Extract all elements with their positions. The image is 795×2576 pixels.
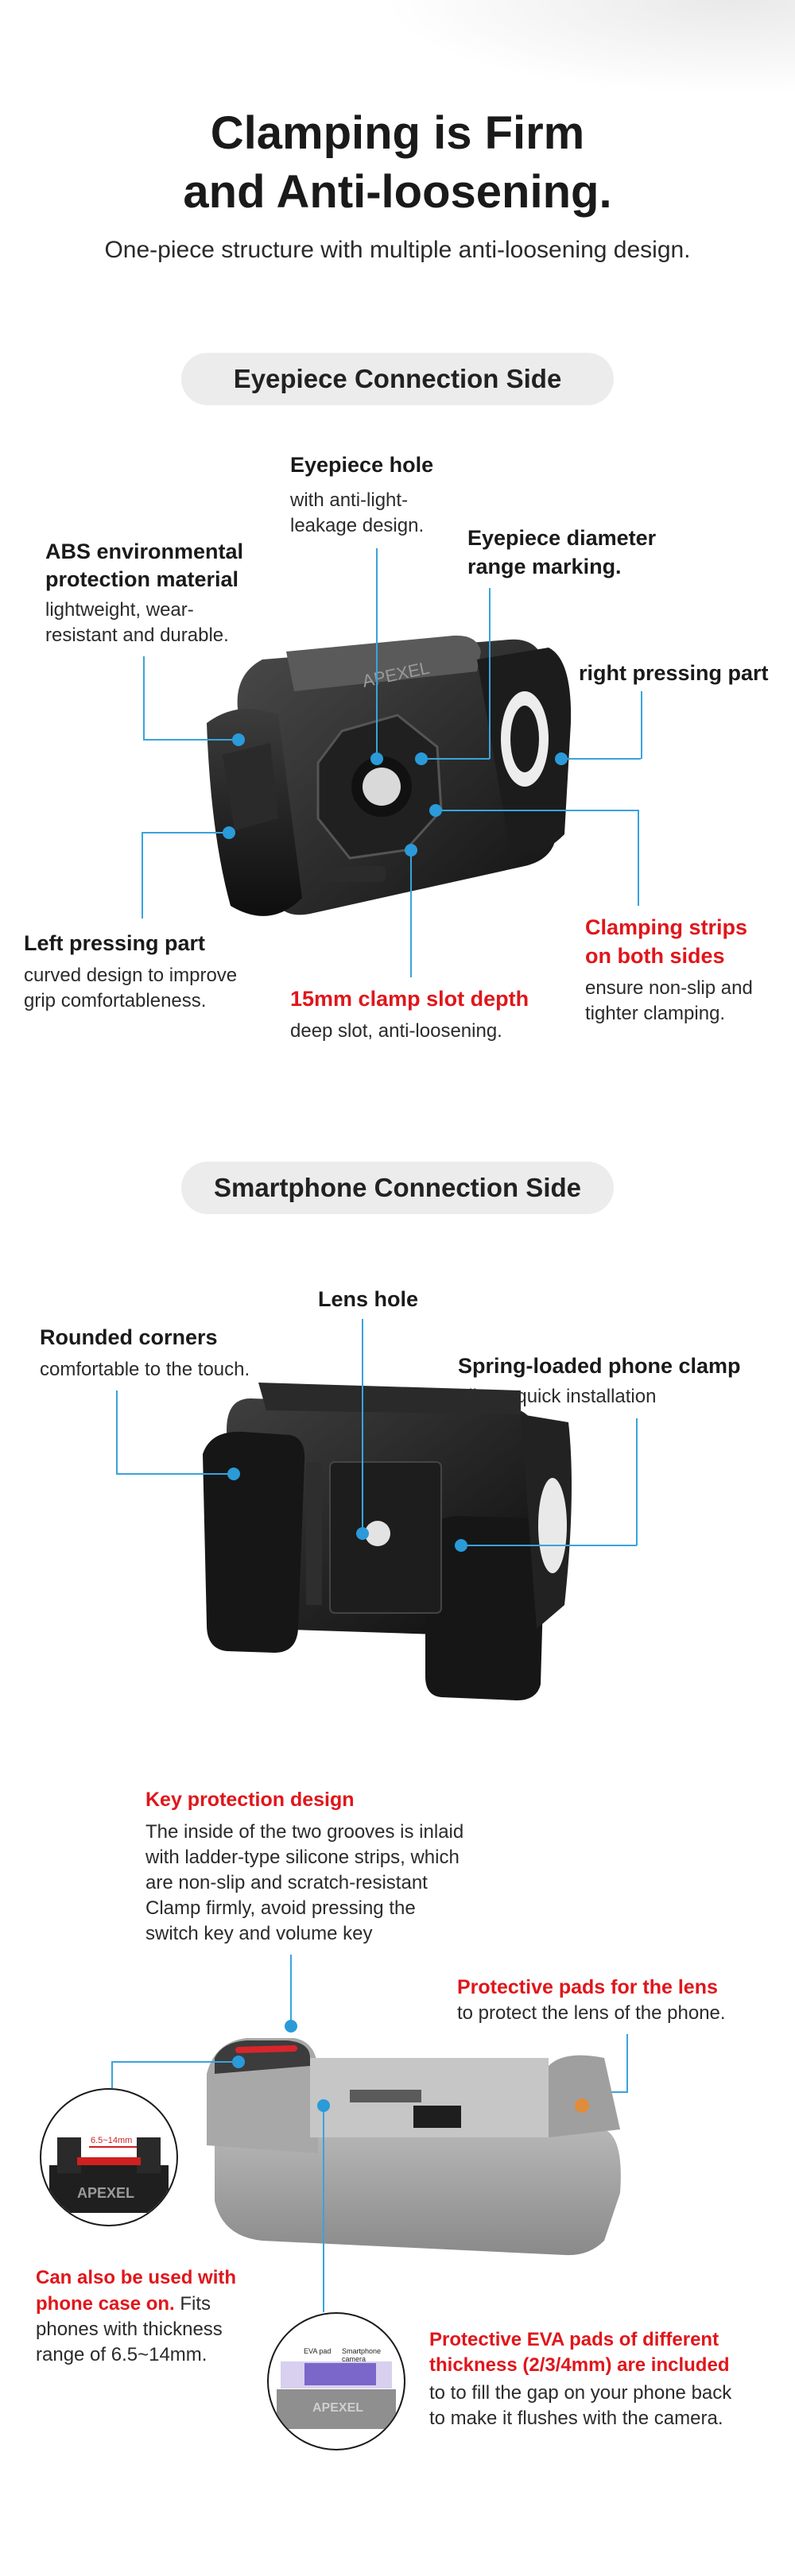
page-subtitle: One-piece structure with multiple anti-l… bbox=[104, 237, 691, 263]
callout-eyepiece-hole-label: Eyepiece hole bbox=[290, 453, 434, 477]
section-title-smartphone: Smartphone Connection Side bbox=[181, 1162, 614, 1214]
leader-line bbox=[626, 2034, 628, 2092]
callout-slot-depth-desc: deep slot, anti-loosening. bbox=[290, 1020, 502, 1042]
callout-clamping-strips-label1: Clamping strips bbox=[585, 915, 748, 939]
callout-lens-pads-label: Protective pads for the lens bbox=[457, 1976, 718, 1998]
leader-line bbox=[376, 548, 378, 759]
leader-line bbox=[142, 833, 143, 919]
clamp-detail-product-image bbox=[207, 2038, 621, 2256]
leader-line bbox=[641, 691, 642, 759]
callout-lens-hole-label: Lens hole bbox=[318, 1287, 419, 1311]
callout-left-pressing-desc2: grip comfortableness. bbox=[24, 990, 207, 1011]
eyepiece-side-product-image: APEXEL bbox=[207, 635, 572, 916]
inset-brand-text: APEXEL bbox=[77, 2185, 135, 2201]
callout-phone-case-desc-tail: Fits bbox=[174, 2293, 211, 2315]
callout-slot-depth-label: 15mm clamp slot depth bbox=[290, 987, 529, 1011]
smartphone-side-product-image bbox=[203, 1383, 572, 1700]
marker-dot bbox=[555, 752, 568, 765]
leader-line bbox=[116, 1390, 118, 1474]
callout-phone-case-line2: phone case on. Fits bbox=[36, 2292, 211, 2317]
callout-key-protection-label: Key protection design bbox=[145, 1789, 355, 1811]
inset-brand-text-2: APEXEL bbox=[312, 2401, 364, 2415]
marker-dot bbox=[232, 733, 245, 746]
marker-dot bbox=[429, 804, 442, 817]
leader-line bbox=[143, 656, 145, 740]
leader-line bbox=[461, 1545, 637, 1546]
background-glow bbox=[382, 0, 795, 95]
leader-line bbox=[489, 588, 491, 759]
callout-spring-clamp-label: Spring-loaded phone clamp bbox=[458, 1354, 741, 1378]
callout-clamping-strips-desc2: tighter clamping. bbox=[585, 1003, 726, 1024]
leader-line bbox=[111, 2062, 113, 2088]
callout-rounded-corners-label: Rounded corners bbox=[40, 1325, 218, 1349]
marker-dot bbox=[370, 752, 383, 765]
leader-line bbox=[323, 2106, 324, 2312]
callout-abs-label2: protection material bbox=[45, 567, 239, 591]
callout-phone-case-desc3: range of 6.5~14mm. bbox=[36, 2344, 207, 2365]
callout-right-pressing-label: right pressing part bbox=[579, 661, 769, 685]
callout-spring-clamp-desc: allows quick installation bbox=[458, 1386, 657, 1407]
callout-clamping-strips-label2: on both sides bbox=[585, 944, 725, 968]
leader-line bbox=[436, 810, 639, 811]
inset-eva-pad-image: EVA pad Smartphone camera APEXEL bbox=[267, 2312, 405, 2450]
marker-dot bbox=[356, 1527, 369, 1540]
section-title-eyepiece: Eyepiece Connection Side bbox=[181, 353, 614, 405]
leader-line bbox=[421, 758, 490, 760]
callout-left-pressing-desc1: curved design to improve bbox=[24, 965, 238, 986]
callout-eva-label1: Protective EVA pads of different bbox=[429, 2329, 719, 2350]
leader-line bbox=[116, 1473, 234, 1475]
callout-eyepiece-hole-desc2: leakage design. bbox=[290, 515, 425, 536]
callout-eva-desc1: to to fill the gap on your phone back bbox=[429, 2382, 732, 2404]
callout-key-protection-desc3: are non-slip and scratch-resistant bbox=[145, 1872, 428, 1893]
leader-line bbox=[410, 850, 412, 977]
inset-phone-case-image: 6.5~14mm APEXEL bbox=[40, 2088, 178, 2226]
callout-diameter-label1: Eyepiece diameter bbox=[467, 526, 657, 550]
leader-line bbox=[561, 758, 641, 760]
page-title-line1: Clamping is Firm bbox=[210, 107, 585, 159]
page-title-line2: and Anti-loosening. bbox=[183, 166, 612, 218]
marker-dot bbox=[455, 1539, 467, 1552]
marker-dot bbox=[232, 2056, 245, 2068]
callout-phone-case-label1: Can also be used with bbox=[36, 2267, 237, 2288]
callout-abs-desc2: resistant and durable. bbox=[45, 625, 229, 646]
leader-line bbox=[111, 2061, 238, 2063]
marker-dot bbox=[223, 826, 235, 839]
leader-line bbox=[142, 832, 229, 834]
marker-dot bbox=[415, 752, 428, 765]
callout-rounded-corners-desc: comfortable to the touch. bbox=[40, 1359, 250, 1380]
callout-eva-label2: thickness (2/3/4mm) are included bbox=[429, 2354, 730, 2376]
callout-abs-desc1: lightweight, wear- bbox=[45, 599, 194, 621]
callout-abs-label1: ABS environmental bbox=[45, 540, 244, 563]
callout-eyepiece-hole-desc1: with anti-light- bbox=[290, 489, 409, 511]
marker-dot bbox=[285, 2020, 297, 2033]
callout-clamping-strips-desc1: ensure non-slip and bbox=[585, 977, 753, 999]
leader-line bbox=[636, 1418, 638, 1545]
leader-line bbox=[290, 1955, 292, 2026]
callout-key-protection-desc2: with ladder-type silicone strips, which bbox=[145, 1847, 460, 1868]
callout-phone-case-label2: phone case on. bbox=[36, 2293, 175, 2315]
callout-left-pressing-label: Left pressing part bbox=[24, 931, 206, 955]
callout-diameter-label2: range marking. bbox=[467, 555, 622, 578]
inset-tag-camera: Smartphone camera bbox=[342, 2347, 382, 2363]
callout-key-protection-desc5: switch key and volume key bbox=[145, 1923, 373, 1944]
marker-dot bbox=[317, 2099, 330, 2112]
leader-line bbox=[638, 810, 639, 906]
inset-tag-eva: EVA pad bbox=[304, 2347, 332, 2355]
leader-line bbox=[362, 1319, 363, 1534]
callout-lens-pads-desc: to protect the lens of the phone. bbox=[457, 2002, 726, 2024]
leader-line bbox=[143, 739, 238, 741]
inset-measure-text: 6.5~14mm bbox=[91, 2136, 133, 2145]
marker-dot bbox=[227, 1468, 240, 1480]
callout-key-protection-desc1: The inside of the two grooves is inlaid bbox=[145, 1821, 464, 1843]
marker-dot bbox=[405, 844, 417, 857]
callout-eva-desc2: to make it flushes with the camera. bbox=[429, 2408, 723, 2429]
callout-phone-case-desc2: phones with thickness bbox=[36, 2319, 223, 2340]
callout-key-protection-desc4: Clamp firmly, avoid pressing the bbox=[145, 1897, 416, 1919]
